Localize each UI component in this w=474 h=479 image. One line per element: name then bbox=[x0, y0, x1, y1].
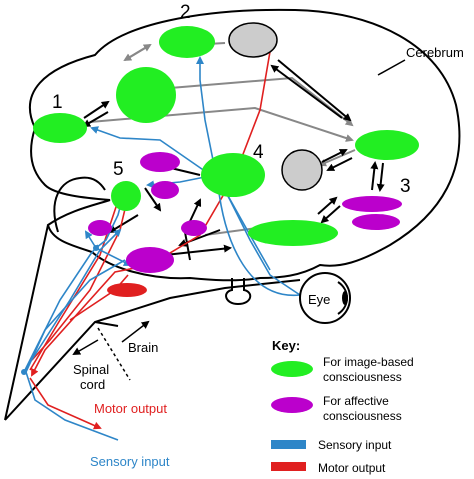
gray-node-top bbox=[228, 22, 278, 58]
cerebrum-pointer bbox=[377, 59, 406, 76]
node-region-5 bbox=[111, 181, 141, 211]
legend-label-affective-1: For affective bbox=[323, 394, 389, 408]
pituitary bbox=[225, 278, 252, 306]
legend-swatch-motor bbox=[271, 462, 306, 471]
node-region-4 bbox=[201, 153, 265, 197]
eye-icon bbox=[299, 272, 351, 324]
image-based-nodes bbox=[33, 26, 419, 246]
cerebrum-label: Cerebrum bbox=[406, 45, 464, 60]
legend-label-image-based-2: consciousness bbox=[323, 370, 402, 384]
node-region-2-top bbox=[159, 26, 215, 58]
affective-node bbox=[151, 181, 179, 199]
cerebellum-outline bbox=[53, 176, 106, 233]
legend: Key: For image-based consciousness For a… bbox=[271, 338, 414, 475]
brain-label: Brain bbox=[128, 340, 158, 355]
affective-nodes bbox=[88, 152, 402, 273]
connection-arrows bbox=[82, 59, 385, 261]
affective-node bbox=[126, 247, 174, 273]
legend-title: Key: bbox=[272, 338, 300, 353]
legend-label-image-based-1: For image-based bbox=[323, 355, 414, 369]
legend-label-affective-2: consciousness bbox=[323, 409, 402, 423]
cord-label: cord bbox=[80, 377, 105, 392]
relay-dot bbox=[93, 245, 99, 251]
relay-dot bbox=[21, 369, 27, 375]
motor-output-label: Motor output bbox=[94, 401, 167, 416]
legend-swatch-sensory bbox=[271, 440, 306, 449]
region-number-5: 5 bbox=[113, 159, 124, 180]
gray-node-mid bbox=[281, 149, 323, 191]
eye-label: Eye bbox=[308, 292, 330, 307]
region-number-2: 2 bbox=[180, 2, 191, 23]
node-region-1 bbox=[33, 113, 87, 143]
brain-spinal-boundary bbox=[97, 327, 131, 381]
node-region-2-main bbox=[116, 67, 176, 123]
region-number-1: 1 bbox=[52, 92, 63, 113]
spinal-arrow bbox=[72, 339, 99, 356]
motor-output-node bbox=[107, 283, 147, 297]
legend-swatch-affective bbox=[271, 397, 313, 413]
region-number-3: 3 bbox=[400, 176, 411, 197]
affective-node bbox=[140, 152, 180, 172]
node-lower-right bbox=[248, 220, 338, 246]
affective-node bbox=[88, 220, 112, 236]
region-number-4: 4 bbox=[253, 142, 264, 163]
spinal-cord-outline bbox=[4, 224, 301, 421]
affective-node bbox=[181, 220, 207, 236]
sensory-input-label: Sensory input bbox=[90, 454, 170, 469]
legend-label-sensory: Sensory input bbox=[318, 438, 392, 452]
spinal-label: Spinal bbox=[73, 362, 109, 377]
legend-swatch-image-based bbox=[271, 361, 313, 377]
affective-node bbox=[352, 214, 400, 230]
node-right bbox=[355, 130, 419, 160]
brain-arrow bbox=[121, 320, 150, 343]
cerebrum-outline bbox=[29, 8, 461, 282]
legend-label-motor: Motor output bbox=[318, 461, 386, 475]
affective-node bbox=[342, 196, 402, 212]
